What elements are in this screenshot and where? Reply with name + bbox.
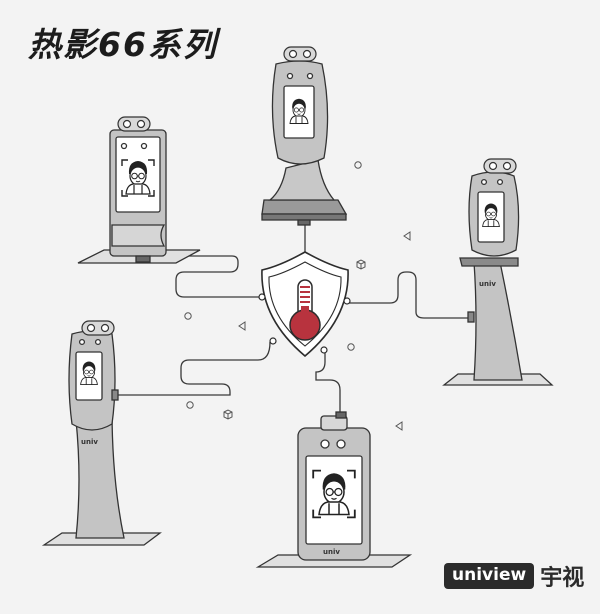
brand-chinese-name: 宇视 bbox=[540, 566, 585, 591]
device-floor-stand: univ bbox=[41, 320, 162, 546]
device-large-tablet: univ bbox=[255, 411, 413, 568]
connector-lines bbox=[118, 222, 470, 412]
page-title: 热影66系列 bbox=[28, 25, 218, 64]
thermometer-shield-icon bbox=[258, 251, 351, 358]
device-desktop-kiosk bbox=[77, 116, 201, 264]
decor-shapes bbox=[184, 161, 411, 431]
device-desk-stand bbox=[261, 46, 348, 226]
device-logo: univ bbox=[323, 548, 340, 556]
device-floor-kiosk-tray: univ bbox=[442, 158, 554, 386]
brand-logo-text: uniview bbox=[444, 563, 535, 589]
brand-logo: uniview 宇视 bbox=[444, 560, 584, 592]
device-logo: univ bbox=[479, 280, 496, 288]
device-logo: univ bbox=[81, 438, 98, 446]
